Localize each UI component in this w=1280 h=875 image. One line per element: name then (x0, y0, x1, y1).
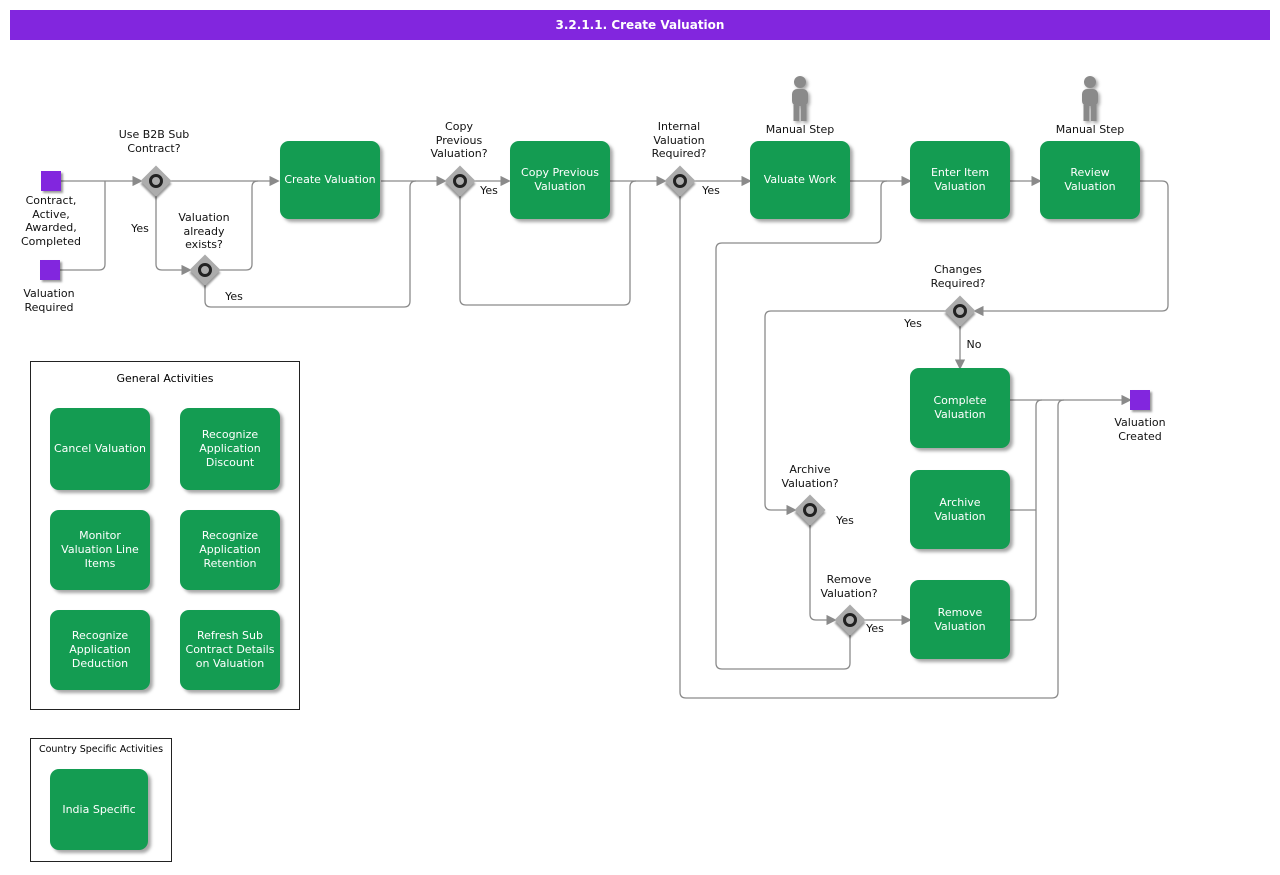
start-event-valuation-required (40, 260, 60, 280)
edge-label-changes-no: No (966, 338, 982, 351)
edge-start-merge (60, 181, 106, 271)
person-icon (792, 76, 808, 121)
edge-label-archive-yes: Yes (836, 514, 854, 527)
decision-valuation-already-exists (189, 254, 221, 286)
edge-label-remove-yes: Yes (866, 622, 884, 635)
decision-copy-previous-label: Copy Previous Valuation? (430, 120, 488, 160)
edge-review-to-changes (973, 180, 1169, 317)
start-event-contract (41, 171, 61, 191)
decision-changes-required (944, 295, 976, 327)
activity-create-valuation[interactable]: Create Valuation (280, 141, 380, 219)
edge-copydec-no-loop (459, 180, 637, 306)
decision-ring-icon (803, 503, 817, 517)
decision-use-b2b-sub-contract (140, 165, 172, 197)
activity-complete-valuation[interactable]: Complete Valuation (910, 368, 1010, 448)
page-title: 3.2.1.1. Create Valuation (555, 18, 725, 32)
manual-step-label: Manual Step (765, 123, 835, 136)
manual-step-label: Manual Step (1055, 123, 1125, 136)
group-general-activities-title: General Activities (116, 372, 214, 385)
group-country-specific-activities: Country Specific Activities (30, 738, 172, 862)
end-event-valuation-created-label: Valuation Created (1114, 416, 1166, 443)
activity-monitor-valuation-line-items[interactable]: Monitor Valuation Line Items (50, 510, 150, 590)
edge-removedec-no-loopback (715, 180, 888, 670)
edge-changes-yes-to-archivedec (764, 310, 945, 516)
edge-internal-no-bypass (679, 196, 1065, 699)
edge-remove-out-merge (1010, 399, 1043, 621)
decision-use-b2b-label: Use B2B Sub Contract? (118, 128, 190, 155)
person-icon (1082, 76, 1098, 121)
edge-exists-no-merge (220, 180, 259, 271)
decision-remove-valuation-label: Remove Valuation? (820, 573, 878, 600)
activity-refresh-sub-contract-details[interactable]: Refresh Sub Contract Details on Valuatio… (180, 610, 280, 690)
edge-label-internal-yes: Yes (702, 184, 720, 197)
edge-label-changes-yes: Yes (904, 317, 922, 330)
decision-archive-valuation (794, 494, 826, 526)
decision-ring-icon (953, 304, 967, 318)
activity-archive-valuation[interactable]: Archive Valuation (910, 470, 1010, 549)
decision-internal-valuation-required (664, 165, 696, 197)
activity-recognize-application-retention[interactable]: Recognize Application Retention (180, 510, 280, 590)
activity-review-valuation[interactable]: Review Valuation (1040, 141, 1140, 219)
group-country-specific-title: Country Specific Activities (38, 744, 164, 755)
decision-ring-icon (453, 174, 467, 188)
decision-changes-required-label: Changes Required? (930, 263, 986, 290)
decision-archive-valuation-label: Archive Valuation? (781, 463, 839, 490)
edge-label-copy-yes: Yes (480, 184, 498, 197)
activity-copy-previous-valuation[interactable]: Copy Previous Valuation (510, 141, 610, 219)
edge-b2b-yes-to-exists (155, 196, 192, 276)
decision-ring-icon (673, 174, 687, 188)
decision-ring-icon (149, 174, 163, 188)
activity-india-specific[interactable]: India Specific (50, 769, 148, 850)
activity-enter-item-valuation[interactable]: Enter Item Valuation (910, 141, 1010, 219)
edge-archivedec-no-down (809, 525, 837, 626)
decision-ring-icon (843, 613, 857, 627)
edge-label-exists-yes: Yes (225, 290, 243, 303)
group-general-activities: General Activities (30, 361, 300, 710)
edge-label-b2b-yes: Yes (131, 222, 149, 235)
end-event-valuation-created (1130, 390, 1150, 410)
decision-copy-previous-valuation (444, 165, 476, 197)
activity-remove-valuation[interactable]: Remove Valuation (910, 580, 1010, 659)
activity-valuate-work[interactable]: Valuate Work (750, 141, 850, 219)
decision-valuation-exists-label: Valuation already exists? (178, 211, 230, 251)
decision-remove-valuation (834, 604, 866, 636)
diagram-title-bar: 3.2.1.1. Create Valuation (10, 10, 1270, 40)
start-event-valuation-required-label: Valuation Required (23, 287, 75, 314)
decision-internal-valuation-label: Internal Valuation Required? (651, 120, 707, 160)
activity-cancel-valuation[interactable]: Cancel Valuation (50, 408, 150, 490)
start-event-contract-label: Contract, Active, Awarded, Completed (21, 194, 81, 248)
activity-recognize-application-discount[interactable]: Recognize Application Discount (180, 408, 280, 490)
activity-recognize-application-deduction[interactable]: Recognize Application Deduction (50, 610, 150, 690)
decision-ring-icon (198, 263, 212, 277)
edge-exists-yes-skip (204, 180, 417, 308)
